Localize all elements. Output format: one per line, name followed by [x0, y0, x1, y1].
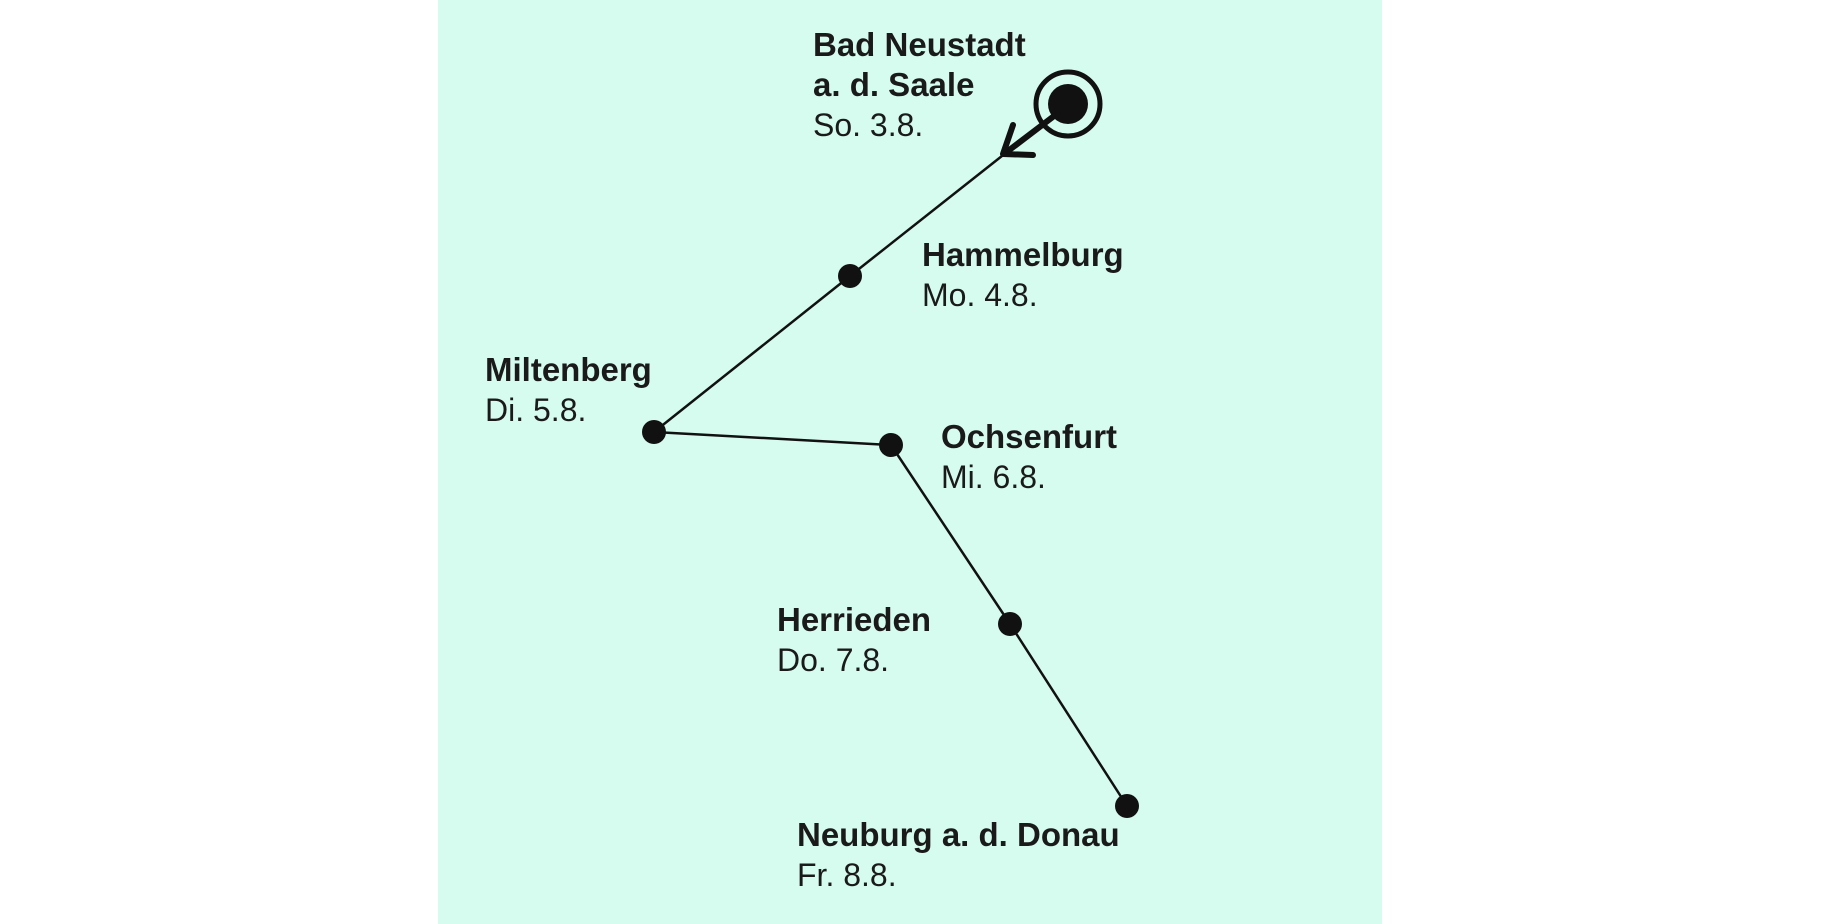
- stop-label-neuburg: Neuburg a. d. Donau Fr. 8.8.: [797, 815, 1120, 895]
- stop-dot-herrieden: [998, 612, 1022, 636]
- stop-label-herrieden: Herrieden Do. 7.8.: [777, 600, 931, 680]
- stop-date: So. 3.8.: [813, 107, 924, 143]
- stop-label-hammelburg: Hammelburg Mo. 4.8.: [922, 235, 1124, 315]
- stop-dot-neuburg: [1115, 794, 1139, 818]
- stop-label-ochsenfurt: Ochsenfurt Mi. 6.8.: [941, 417, 1117, 497]
- stop-name: Ochsenfurt: [941, 418, 1118, 455]
- stop-dot-hammelburg: [838, 264, 862, 288]
- stop-name: Herrieden: [777, 601, 932, 638]
- map-panel: [438, 0, 1382, 924]
- stop-date: Mo. 4.8.: [922, 277, 1038, 313]
- stop-label-bad-neustadt: Bad Neustadt a. d. Saale So. 3.8.: [813, 25, 1026, 145]
- stop-date: Fr. 8.8.: [797, 857, 897, 893]
- stop-name: Miltenberg: [485, 351, 652, 388]
- stop-date: Do. 7.8.: [777, 642, 890, 678]
- stop-date: Di. 5.8.: [485, 392, 587, 428]
- stop-name: Hammelburg: [922, 236, 1124, 273]
- stop-name: Neuburg a. d. Donau: [797, 816, 1120, 853]
- direction-arrow-icon: [1000, 110, 1061, 158]
- route-segment: [1008, 623, 1129, 807]
- stop-dot-miltenberg: [642, 420, 666, 444]
- route-segment: [653, 430, 892, 447]
- stop-name-line2: a. d. Saale: [813, 66, 975, 103]
- stop-date: Mi. 6.8.: [941, 459, 1046, 495]
- route-segment: [653, 275, 851, 433]
- route-segment: [889, 444, 1012, 625]
- stop-label-miltenberg: Miltenberg Di. 5.8.: [485, 350, 652, 430]
- start-marker: [1033, 69, 1103, 139]
- stop-dot-ochsenfurt: [879, 433, 903, 457]
- route-segment: [849, 151, 1008, 277]
- stop-name: Bad Neustadt: [813, 26, 1026, 63]
